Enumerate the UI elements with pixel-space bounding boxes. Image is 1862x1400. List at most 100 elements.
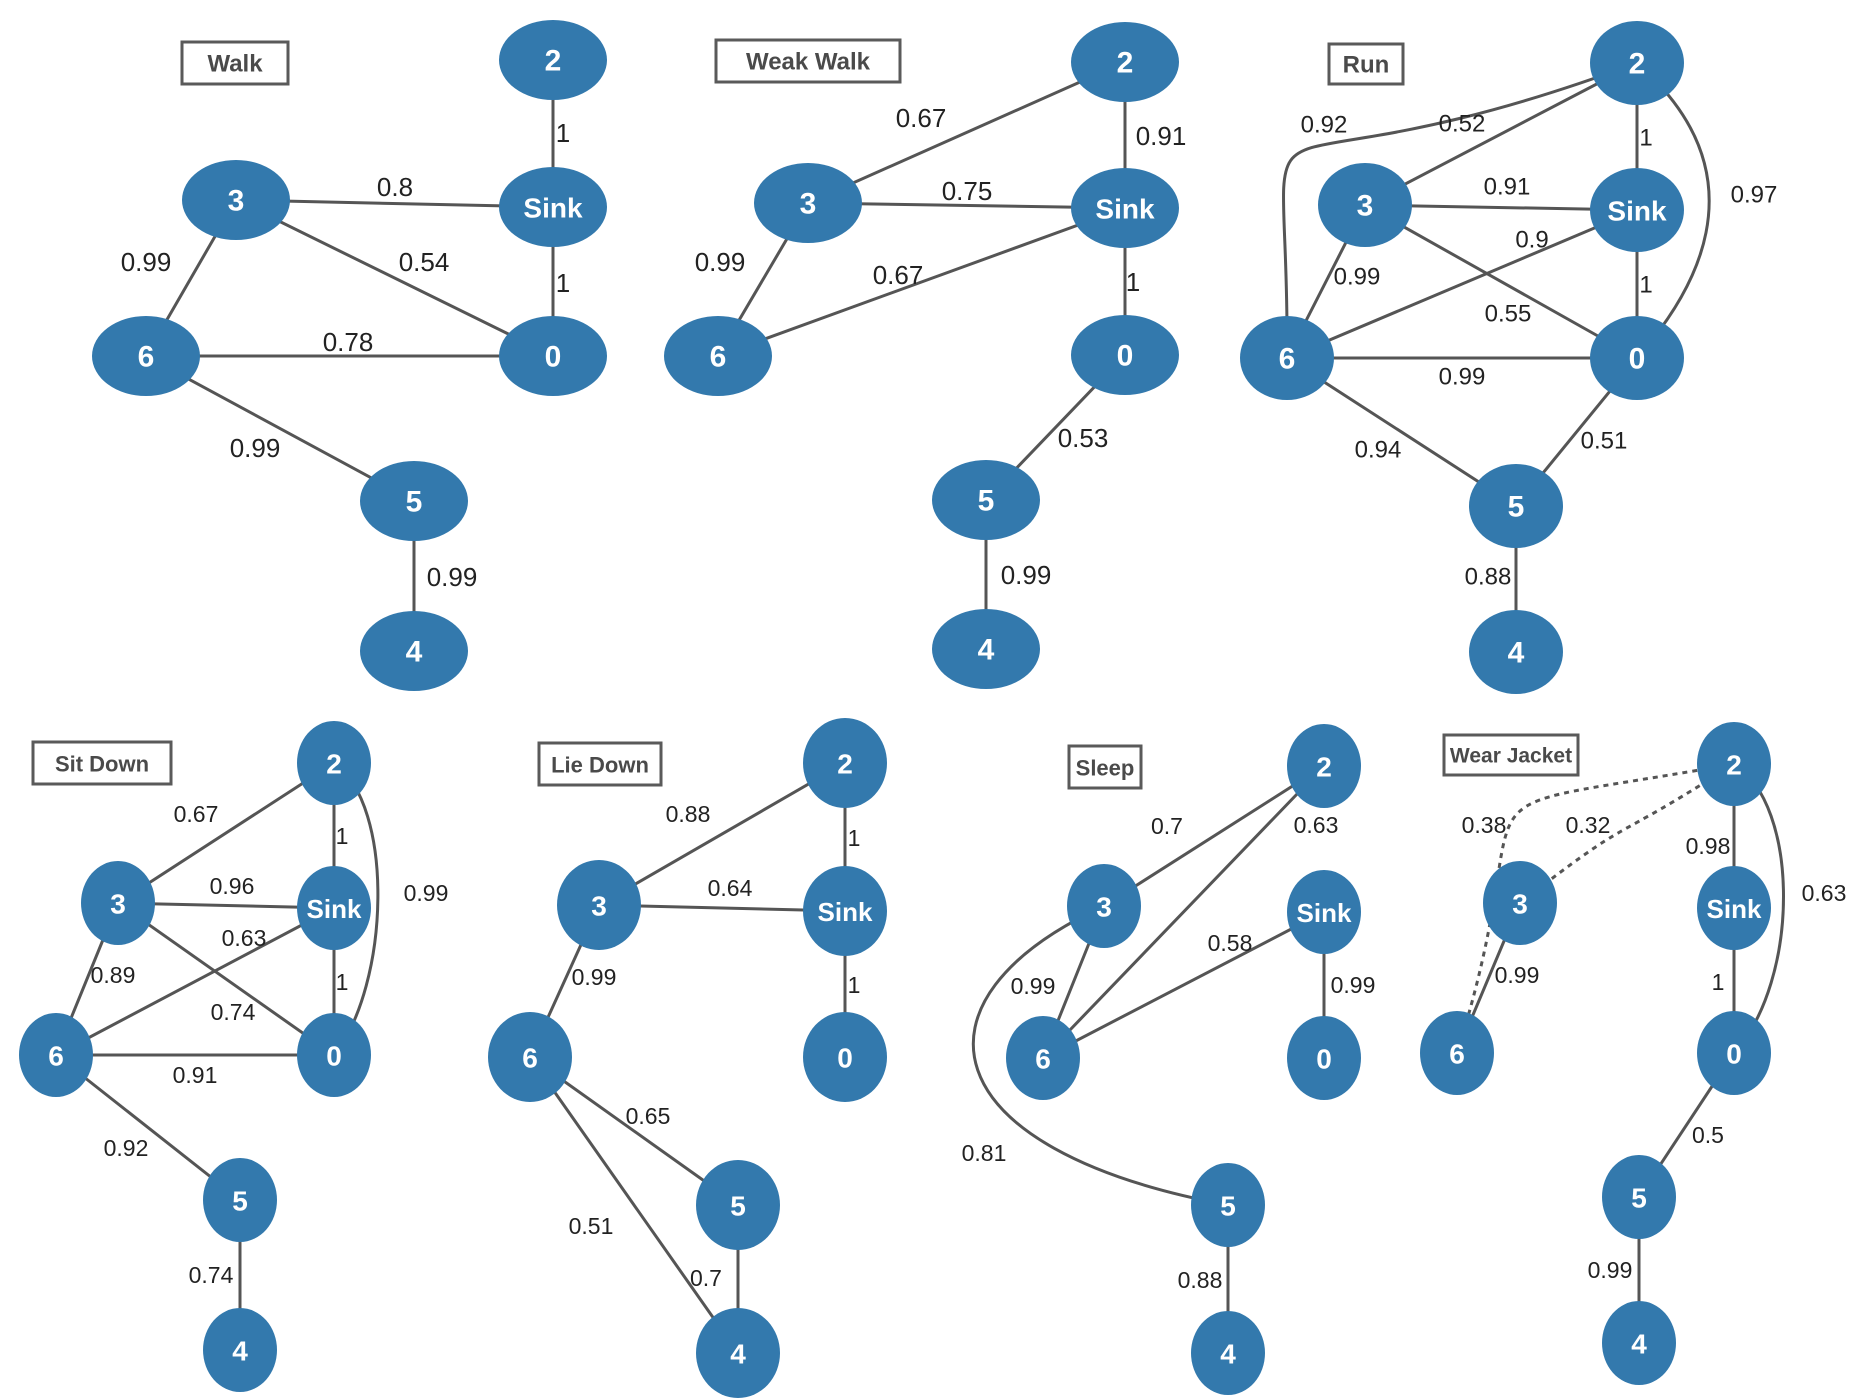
edge-weight: 0.65 <box>626 1103 671 1129</box>
edge-6-2 <box>1455 762 1735 1054</box>
edge-weight: 1 <box>1712 969 1725 995</box>
edge-weight: 0.75 <box>942 176 993 206</box>
node-0: 0 <box>1071 315 1179 395</box>
node-label: 6 <box>1035 1044 1051 1075</box>
edge-weight: 0.99 <box>1588 1257 1633 1283</box>
node-6: 6 <box>488 1012 572 1102</box>
node-5: 5 <box>696 1160 780 1250</box>
edge-weight: 0.92 <box>1301 112 1348 139</box>
node-label: 2 <box>1117 47 1134 80</box>
edge-3-2 <box>1519 762 1735 905</box>
node-label: 2 <box>1316 752 1332 783</box>
edge-weight: 0.99 <box>121 247 172 277</box>
edge-weight: 0.74 <box>211 999 256 1025</box>
node-6: 6 <box>1006 1016 1080 1100</box>
node-label: 6 <box>710 341 727 374</box>
node-label: Sink <box>1297 898 1352 928</box>
edge-3-2 <box>1364 61 1638 207</box>
edge-weight: 0.99 <box>1495 962 1540 988</box>
edge-weight: 1 <box>1639 125 1652 152</box>
edge-weight: 0.99 <box>1001 560 1052 590</box>
node-label: 0 <box>545 341 562 374</box>
edge-weight: 0.63 <box>1294 812 1339 838</box>
node-label: 6 <box>1279 343 1296 376</box>
node-label: 2 <box>1629 48 1646 81</box>
node-0: 0 <box>1287 1016 1361 1100</box>
node-5: 5 <box>1469 464 1563 548</box>
node-label: 5 <box>406 486 423 519</box>
node-label: 6 <box>138 341 155 374</box>
node-label: 4 <box>978 634 995 667</box>
node-2: 2 <box>1071 22 1179 102</box>
edge-weight: 1 <box>1639 272 1652 299</box>
node-label: Sink <box>818 897 873 927</box>
node-label: 5 <box>232 1186 248 1217</box>
edge-6-4 <box>528 1056 740 1354</box>
node-6: 6 <box>1240 316 1334 400</box>
edge-weight: 0.58 <box>1208 930 1253 956</box>
edge-weight: 0.94 <box>1355 437 1402 464</box>
node-label: 5 <box>1508 491 1525 524</box>
edge-3-0 <box>117 901 335 1057</box>
node-3: 3 <box>557 860 641 950</box>
edge-6-5 <box>145 354 415 503</box>
node-4: 4 <box>360 611 468 691</box>
node-2: 2 <box>1697 722 1771 806</box>
graph-lie-down: Lie Down023456Sink0.8810.6410.990.650.51… <box>488 718 887 1398</box>
node-6: 6 <box>1420 1011 1494 1095</box>
edge-weight: 0.91 <box>173 1062 218 1088</box>
edge-weight: 0.67 <box>174 801 219 827</box>
edge-weight: 0.99 <box>1011 973 1056 999</box>
edge-weight: 0.88 <box>1178 1267 1223 1293</box>
title-box <box>1067 744 1143 790</box>
edge-weight: 0.92 <box>104 1135 149 1161</box>
edge-weight: 0.52 <box>1439 111 1486 138</box>
edge-weight: 0.38 <box>1462 812 1507 838</box>
edge-6-2 <box>1041 764 1326 1060</box>
node-4: 4 <box>932 609 1040 689</box>
edge-weight: 0.99 <box>427 562 478 592</box>
node-5: 5 <box>1602 1155 1676 1239</box>
graph-title: Wear Jacket <box>1450 745 1572 768</box>
edge-6-5 <box>1286 356 1517 508</box>
node-label: 5 <box>730 1191 746 1222</box>
edge-weight: 0.97 <box>1731 182 1778 209</box>
edge-weight: 0.91 <box>1484 174 1531 201</box>
node-label: 3 <box>1096 892 1112 923</box>
edge-weight: 0.99 <box>572 964 617 990</box>
edge-weight: 0.51 <box>1581 428 1628 455</box>
node-3: 3 <box>182 160 290 240</box>
edge-3-2 <box>1103 764 1325 908</box>
edge-weight: 0.67 <box>896 103 947 133</box>
node-label: 4 <box>1508 637 1525 670</box>
graph-title: Weak Walk <box>746 49 871 76</box>
node-label: 0 <box>837 1043 853 1074</box>
node-4: 4 <box>1469 610 1563 694</box>
edge-weight: 0.51 <box>569 1213 614 1239</box>
node-label: 0 <box>1629 343 1646 376</box>
edge-weight: 0.78 <box>323 327 374 357</box>
node-0: 0 <box>803 1012 887 1102</box>
edge-weight: 0.99 <box>230 433 281 463</box>
node-3: 3 <box>754 163 862 243</box>
edge-6-sink <box>55 906 335 1057</box>
node-6: 6 <box>664 316 772 396</box>
node-0: 0 <box>1590 316 1684 400</box>
edge-weight: 0.99 <box>695 247 746 277</box>
node-label: 0 <box>1726 1039 1742 1070</box>
title-box <box>31 740 173 786</box>
edge-weight: 0.55 <box>1485 301 1532 328</box>
node-label: 5 <box>978 485 995 518</box>
graph-sit-down: Sit Down023456Sink0.6710.990.960.630.890… <box>19 721 448 1392</box>
edge-weight: 0.54 <box>399 247 450 277</box>
node-0: 0 <box>1697 1011 1771 1095</box>
node-label: 2 <box>837 749 853 780</box>
edge-3-0 <box>1364 203 1638 360</box>
node-label: 4 <box>406 636 423 669</box>
node-label: 4 <box>1220 1339 1236 1370</box>
node-6: 6 <box>19 1013 93 1097</box>
